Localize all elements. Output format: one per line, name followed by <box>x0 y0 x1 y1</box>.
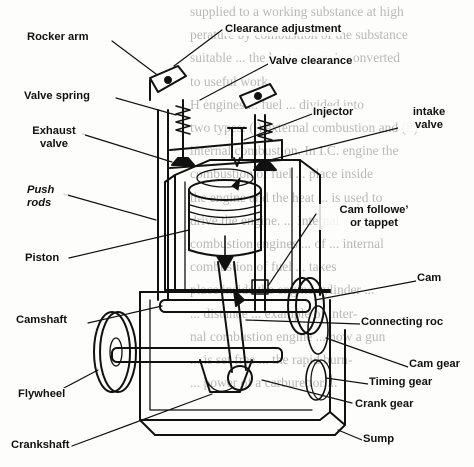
label-cam-follower: Cam followe’ or tappet <box>318 204 430 230</box>
bg-text-line: combustion engines ... of ... internal <box>190 236 384 252</box>
label-clearance-adjustment: Clearance adjustment <box>224 23 343 36</box>
bg-text-line: ... power of a carburettor ... <box>190 375 338 391</box>
label-sump: Sump <box>362 433 396 446</box>
label-cam: Cam <box>416 272 443 285</box>
label-valve-clearance: Valve clearance <box>268 55 354 68</box>
push-rods <box>157 109 269 311</box>
label-exhaust-valve-text: Exhaust valve <box>32 125 76 150</box>
label-intake-valve-text: intake valve <box>412 106 446 131</box>
rocker-arms <box>149 65 277 109</box>
bg-text-line: supplied to a working substance at high <box>190 4 404 19</box>
cylinder-block <box>164 159 331 296</box>
label-injector: Injector <box>312 106 355 119</box>
timing-gear <box>305 359 332 401</box>
connecting-rod <box>217 261 247 373</box>
label-crankshaft: Crankshaft <box>10 439 71 452</box>
label-valve-spring: Valve spring <box>23 90 91 103</box>
leader-lines <box>63 29 417 447</box>
piston <box>188 168 262 271</box>
label-cam-gear: Cam gear <box>408 358 461 371</box>
bg-text-line: to useful work. <box>190 73 272 89</box>
label-camshaft: Camshaft <box>15 314 68 327</box>
injector <box>227 127 247 167</box>
bg-text-line: two types: (i) external combustion and (… <box>190 120 418 136</box>
label-crank-gear: Crank gear <box>354 398 415 411</box>
label-cam-follower-text: Cam followe’ or tappet <box>339 204 409 229</box>
bg-text-line: the engine and the heat ... is used to <box>190 189 383 205</box>
crankshaft <box>111 347 283 393</box>
valves <box>171 99 277 171</box>
label-exhaust-valve: Exhaust valve <box>23 125 85 151</box>
label-intake-valve: intake valve <box>398 106 460 132</box>
label-flywheel: Flywheel <box>17 388 67 401</box>
bg-text-line: nal combustion engine ... now a gun <box>190 328 386 344</box>
flywheel <box>93 311 137 393</box>
label-piston: Piston <box>24 252 61 265</box>
label-connecting-rod: Connecting roc <box>360 316 445 329</box>
label-push-rods: Push rods <box>26 184 68 210</box>
label-timing-gear: Timing gear <box>368 376 434 389</box>
cam-gear <box>307 305 329 355</box>
cylinder-head <box>169 139 283 169</box>
label-push-rods-text: Push rods <box>27 184 55 209</box>
sump-crankcase <box>139 291 346 436</box>
label-rocker-arm: Rocker arm <box>26 31 90 44</box>
